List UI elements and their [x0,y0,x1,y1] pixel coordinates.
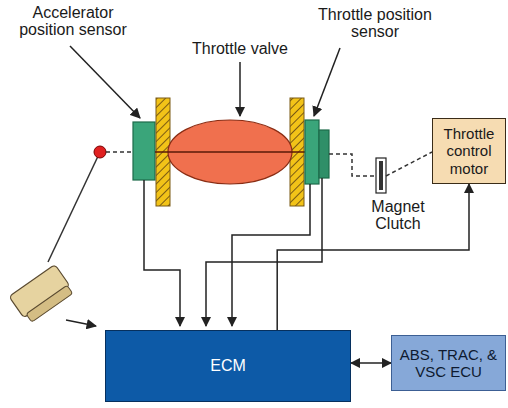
signal-wire [144,180,180,326]
ecu-box: ABS, TRAC, & VSC ECU [391,335,506,391]
signal-connector [351,362,391,364]
motor-box: Throttle control motor [432,118,506,184]
magnet-clutch [376,158,386,193]
leader-arrow [239,62,241,116]
signal-wire [232,184,310,326]
leader-arrow [314,48,340,116]
accelerator-pedal [9,146,133,326]
throttle-valve [155,120,305,184]
box-text: ECM [210,357,246,375]
magnet-clutch-plate [379,161,383,190]
box-text: Throttle control motor [437,125,501,177]
part-label: Throttle position sensor [300,6,450,40]
shaft-line [386,152,432,176]
throttle-position-sensor [305,120,329,184]
signal-connector [277,184,469,330]
shaft-line [329,154,376,176]
part-label: Accelerator position sensor [8,4,138,38]
leader-arrow [70,46,140,118]
ecm-box: ECM [105,330,351,402]
box-text: ABS, TRAC, & VSC ECU [396,346,501,381]
part-label: Throttle valve [165,40,315,57]
accelerator-sensor [133,122,155,180]
signal-wire [206,178,322,326]
part-label: Magnet Clutch [358,198,438,232]
